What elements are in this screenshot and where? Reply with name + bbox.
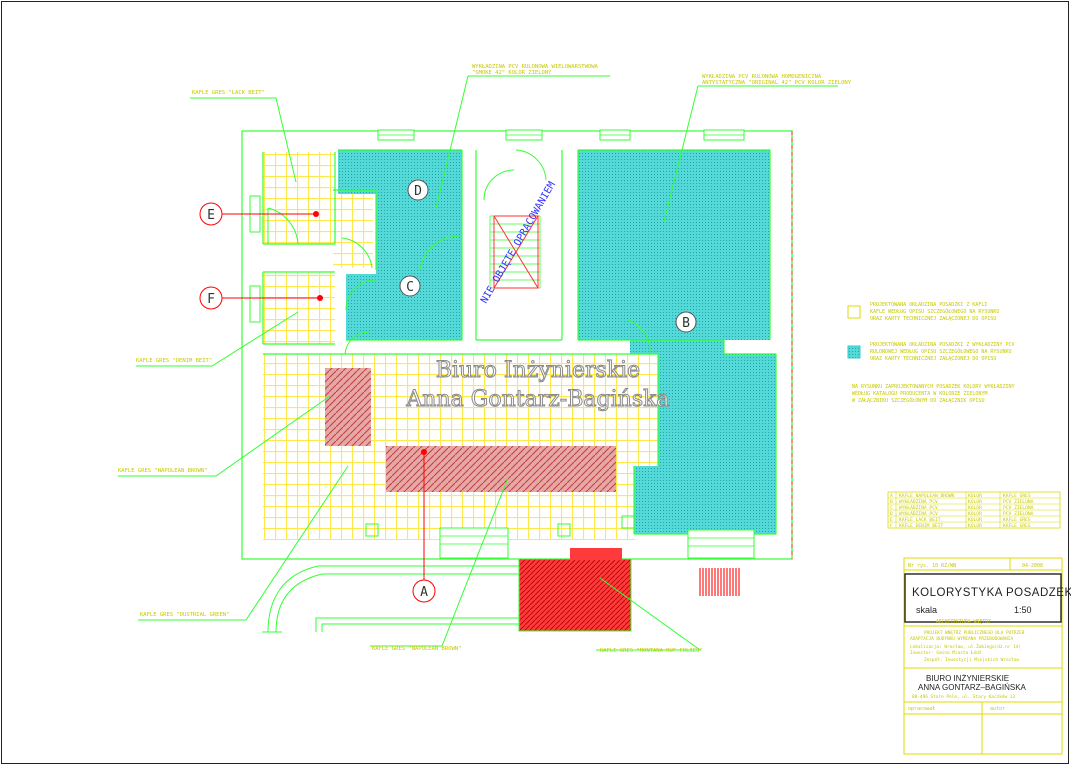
svg-text:opracował: opracował [908, 706, 935, 712]
pcv-areas [338, 150, 776, 534]
svg-text:WYKŁADZINA PCV: WYKŁADZINA PCV [899, 499, 938, 505]
svg-text:04-2008: 04-2008 [1022, 563, 1043, 569]
room-d-c-floor [338, 150, 462, 340]
svg-text:PROJEKTOWANA OKŁADZINA POSADZK: PROJEKTOWANA OKŁADZINA POSADZKI Z KAFLI [870, 302, 987, 308]
svg-text:E: E [890, 517, 893, 523]
svg-text:Zespół: Inwestycji Miejskich W: Zespół: Inwestycji Miejskich Wrocław [924, 656, 1020, 663]
office-name: BIURO INŻYNIERSKIE [926, 674, 1009, 683]
legend-swatch-pcv [847, 345, 861, 359]
drawing-title: KOLORYSTYKA POSADZEK [912, 587, 1071, 599]
svg-text:WYKŁADZINA PCV: WYKŁADZINA PCV [899, 505, 938, 511]
svg-text:KAFLE WEDŁUG OPISU SZCZEGÓŁOWE: KAFLE WEDŁUG OPISU SZCZEGÓŁOWEGO NA RYSU… [870, 308, 999, 315]
svg-text:C: C [890, 505, 893, 511]
svg-text:ORAZ KARTY TECHNICZNEJ ZAŁĄCZO: ORAZ KARTY TECHNICZNEJ ZAŁĄCZONEJ DO OPI… [870, 356, 996, 362]
note-top-right-2: ANTYSTATYCZNA "ORIGINAL 42" PCV KOLOR ZI… [702, 80, 852, 86]
leader-lines [118, 75, 838, 651]
note-left-f: KAFLE GRES "DENIM BEIT" [136, 358, 212, 364]
svg-text:KAFLE GRES: KAFLE GRES [1003, 493, 1031, 499]
room-b-floor [578, 150, 776, 534]
svg-text:PCV ZIELONA: PCV ZIELONA [1003, 505, 1034, 511]
finish-schedule: A KAFLE NAPOLEAN BROWN KOLOR KAFLE GRES B WY… [887, 491, 1061, 529]
callout-b[interactable]: B [675, 311, 697, 333]
svg-text:WEDŁUG KATALOGU PRODUCENTA W K: WEDŁUG KATALOGU PRODUCENTA W KOLORZE ZIE… [852, 391, 987, 397]
callout-markers: E F A D C B [199, 179, 697, 603]
note-bottom-red: KAFLE GRES "MONTANA RUF FOLIES" [600, 648, 703, 654]
svg-text:D: D [890, 511, 893, 517]
watermark-line-2: Anna Gontarz-Bagińska [405, 387, 669, 412]
svg-text:B: B [682, 316, 690, 331]
svg-text:KAFLE DENIM BEIT: KAFLE DENIM BEIT [899, 523, 943, 529]
watermark: Biuro Inżynierskie Anna Gontarz-Bagińska [405, 358, 670, 413]
watermark-line-1: Biuro Inżynierskie [436, 358, 640, 383]
door-swings [267, 149, 651, 355]
svg-text:Lokalizacja: Wrocław, ul.Żabie: Lokalizacja: Wrocław, ul.Żabiego(dz.nr 1… [910, 643, 1021, 650]
svg-text:KOLOR: KOLOR [968, 511, 982, 517]
svg-text:D: D [414, 184, 422, 199]
svg-text:PCV ZIELONA: PCV ZIELONA [1003, 511, 1034, 517]
callout-f[interactable]: F [199, 286, 223, 310]
exterior-ramp [262, 565, 520, 633]
room-e-floor [263, 152, 335, 244]
svg-text:KAFLE GRES: KAFLE GRES [1003, 523, 1031, 529]
note-bottom-a: KAFLE GRES "NAPOLEAN BROWN" [372, 646, 461, 652]
svg-text:KAFLE LACK BEIT: KAFLE LACK BEIT [899, 517, 941, 523]
red-grate [698, 568, 740, 596]
svg-text:KAFLE NAPOLEAN BROWN: KAFLE NAPOLEAN BROWN [899, 493, 955, 499]
svg-text:A: A [890, 493, 893, 499]
svg-text:Inwestor: Gmina Miasta Łódź: Inwestor: Gmina Miasta Łódź [910, 649, 982, 656]
red-tile-zone [518, 558, 632, 632]
note-left-mid: KAFLE GRES "NAPOLEAN BROWN" [118, 468, 207, 474]
brown-tile-zone-1 [325, 368, 371, 446]
svg-text:ARCHITEKTURA WNĘTRZ: ARCHITEKTURA WNĘTRZ [936, 619, 991, 625]
svg-text:WYKŁADZINA PCV: WYKŁADZINA PCV [899, 511, 938, 517]
note-left-low: KAFLE GRES "DUSTRIAL GREEN" [140, 612, 229, 618]
callout-e[interactable]: E [199, 202, 223, 226]
svg-text:ADAPTACJA BUDYNKU WYMIANA PRZE: ADAPTACJA BUDYNKU WYMIANA PRZEBUDOWANIA [910, 636, 1013, 642]
svg-text:PROJEKT WNĘTRZ PUBLICZNEGO DLA: PROJEKT WNĘTRZ PUBLICZNEGO DLA POTRZEB [924, 630, 1025, 636]
title-block: Nr rys. 10 RZ/WN 04-2008 KOLORYSTYKA POS… [903, 557, 1071, 755]
scale-label: skala [916, 605, 937, 615]
svg-text:A: A [420, 585, 428, 600]
legend-swatch-tile [847, 305, 861, 319]
svg-text:Nr rys. 10 RZ/WN: Nr rys. 10 RZ/WN [908, 563, 956, 569]
svg-text:W ZAŁĄCZNIKU SZCZEGÓŁOWYM DO Z: W ZAŁĄCZNIKU SZCZEGÓŁOWYM DO ZAŁĄCZNIK O… [852, 397, 984, 404]
corridor-floor [333, 190, 373, 268]
svg-text:KOLOR: KOLOR [968, 499, 982, 505]
svg-text:KOLOR: KOLOR [968, 523, 982, 529]
note-left-e: KAFLE GRES "LACK BEIT" [192, 90, 265, 96]
callout-c[interactable]: C [399, 275, 421, 297]
svg-text:KOLOR: KOLOR [968, 505, 982, 511]
note-top-center-1: WYKŁADZINA PCV RULONOWA WIELOWARSTWOWA [472, 64, 599, 70]
svg-text:KAFLE GRES: KAFLE GRES [1003, 517, 1031, 523]
scale-value: 1:50 [1014, 605, 1032, 615]
svg-text:80-496 Stare Pole, ul. Stary K: 80-496 Stare Pole, ul. Stary Kaczków 13 [912, 693, 1015, 700]
room-f-floor [263, 272, 335, 344]
note-top-right-1: WYKŁADZINA PCV RULONOWA HOMOGENICZNA [702, 74, 822, 80]
svg-text:F: F [890, 523, 893, 529]
svg-text:PROJEKTOWANA OKŁADZINA POSADZK: PROJEKTOWANA OKŁADZINA POSADZKI Z WYKŁAD… [870, 342, 1015, 348]
note-top-center-2: "SMOKE 42" KOLOR ZIELONY [472, 70, 552, 76]
callout-d[interactable]: D [407, 179, 429, 201]
svg-text:KOLOR: KOLOR [968, 517, 982, 523]
office-owner: ANNA GONTARZ–BAGIŃSKA [918, 683, 1027, 692]
annotations: WYKŁADZINA PCV RULONOWA WIELOWARSTWOWA "… [118, 64, 852, 654]
svg-text:RULONOWEJ WEDŁUG OPISU SZCZEGÓ: RULONOWEJ WEDŁUG OPISU SZCZEGÓŁOWEGO NA … [870, 348, 1011, 355]
svg-text:F: F [207, 292, 215, 307]
callout-a[interactable]: A [412, 579, 436, 603]
svg-text:KOLOR: KOLOR [968, 493, 982, 499]
legend: PROJEKTOWANA OKŁADZINA POSADZKI Z KAFLI … [847, 302, 1015, 404]
brown-tile-zone-2 [386, 446, 616, 492]
svg-text:PCV ZIELONA: PCV ZIELONA [1003, 499, 1034, 505]
svg-text:C: C [406, 280, 414, 295]
svg-text:NA RYSUNKU ZAPROJEKTOWANYCH PO: NA RYSUNKU ZAPROJEKTOWANYCH POSADZEK KOL… [852, 384, 1015, 390]
svg-text:ORAZ KARTY TECHNICZNEJ ZAŁĄCZO: ORAZ KARTY TECHNICZNEJ ZAŁĄCZONEJ DO OPI… [870, 316, 996, 322]
svg-text:autor: autor [990, 706, 1005, 712]
svg-text:E: E [207, 208, 215, 223]
svg-text:B: B [890, 499, 893, 505]
